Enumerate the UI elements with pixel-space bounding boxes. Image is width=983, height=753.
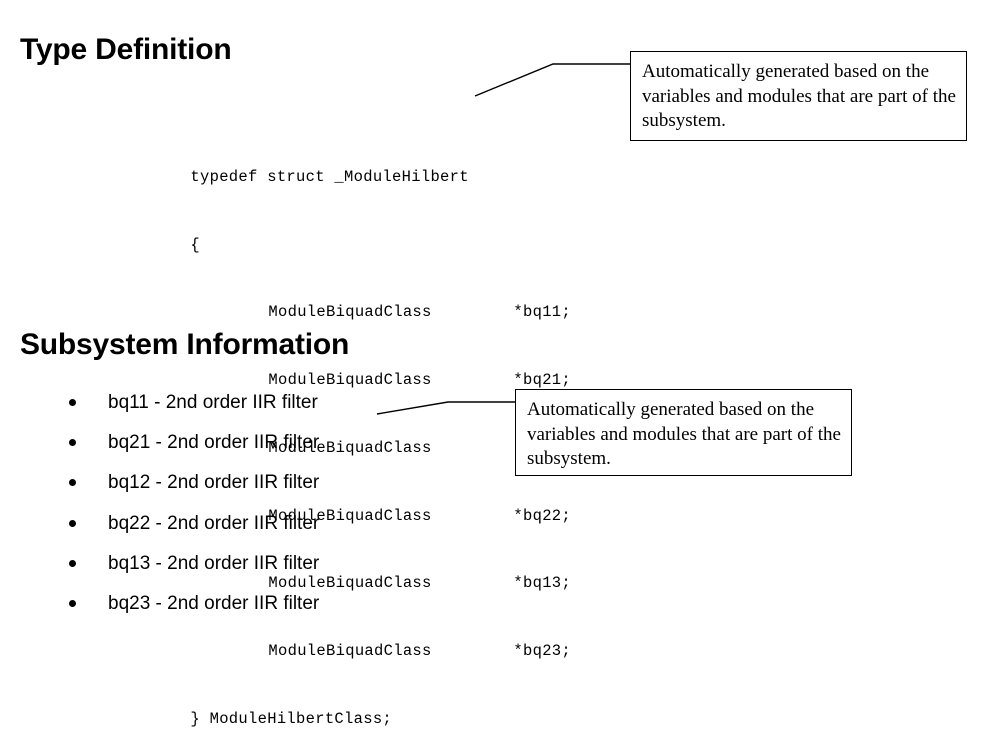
code-line-member: ModuleBiquadClass *bq22; [152,482,571,525]
code-line-close: } ModuleHilbertClass; [152,685,571,728]
code-line-member: ModuleBiquadClass *bq13; [152,550,571,592]
code-line-member: ModuleBiquadClass *bq11; [152,279,571,321]
list-item: bq11 - 2nd order IIR filter [66,392,319,432]
list-item-label: bq23 - 2nd order IIR filter [108,592,320,614]
code-line-header: typedef struct _ModuleHilbert [152,143,571,186]
code-line-member: ModuleBiquadClass *bq21; [152,347,571,389]
code-line-open-brace: { [152,211,571,254]
callout-subsystem-information: Automatically generated based on the var… [515,389,852,476]
code-member-declarator: *bq13; [513,574,572,593]
bullet-icon [69,519,76,527]
list-item-label: bq13 - 2nd order IIR filter [108,552,320,574]
code-member-type: ModuleBiquadClass [268,642,432,661]
code-member-declarator: *bq23; [513,642,572,661]
bullet-icon [69,399,76,406]
page-title-subsystem-information: Subsystem Information [20,328,350,361]
leader-line-type-definition [474,63,630,97]
code-member-declarator: *bq21; [513,371,572,390]
bullet-icon [69,439,76,447]
code-member-type: ModuleBiquadClass [268,506,432,525]
callout-type-definition: Automatically generated based on the var… [630,51,967,141]
code-line-member: ModuleBiquadClass *bq23; [152,618,571,660]
bullet-icon [69,599,76,607]
code-member-type: ModuleBiquadClass [268,574,432,593]
subsystem-information-list: bq11 - 2nd order IIR filter bq21 - 2nd o… [66,392,319,633]
list-item: bq13 - 2nd order IIR filter [66,553,319,593]
list-item-label: bq12 - 2nd order IIR filter [108,472,320,494]
page-title-type-definition: Type Definition [20,33,232,66]
code-close-line: } ModuleHilbertClass; [190,710,393,729]
callout-text: Automatically generated based on the var… [642,61,956,131]
code-struct-header: typedef struct _ModuleHilbert [190,167,469,186]
code-member-declarator: *bq22; [513,506,572,525]
list-item: bq12 - 2nd order IIR filter [66,472,319,512]
list-item: bq21 - 2nd order IIR filter [66,432,319,472]
code-member-type: ModuleBiquadClass [268,303,432,322]
list-item-label: bq21 - 2nd order IIR filter [108,432,320,454]
list-item-label: bq11 - 2nd order IIR filter [108,392,318,413]
list-item: bq23 - 2nd order IIR filter [66,593,319,633]
code-member-type: ModuleBiquadClass [268,438,432,457]
list-item: bq22 - 2nd order IIR filter [66,513,319,553]
code-open-brace: { [190,235,201,254]
callout-text: Automatically generated based on the var… [527,399,841,469]
code-member-declarator: *bq11; [513,303,572,322]
bullet-icon [69,559,76,567]
bullet-icon [69,479,76,487]
code-member-type: ModuleBiquadClass [268,371,432,390]
list-item-label: bq22 - 2nd order IIR filter [108,512,320,534]
